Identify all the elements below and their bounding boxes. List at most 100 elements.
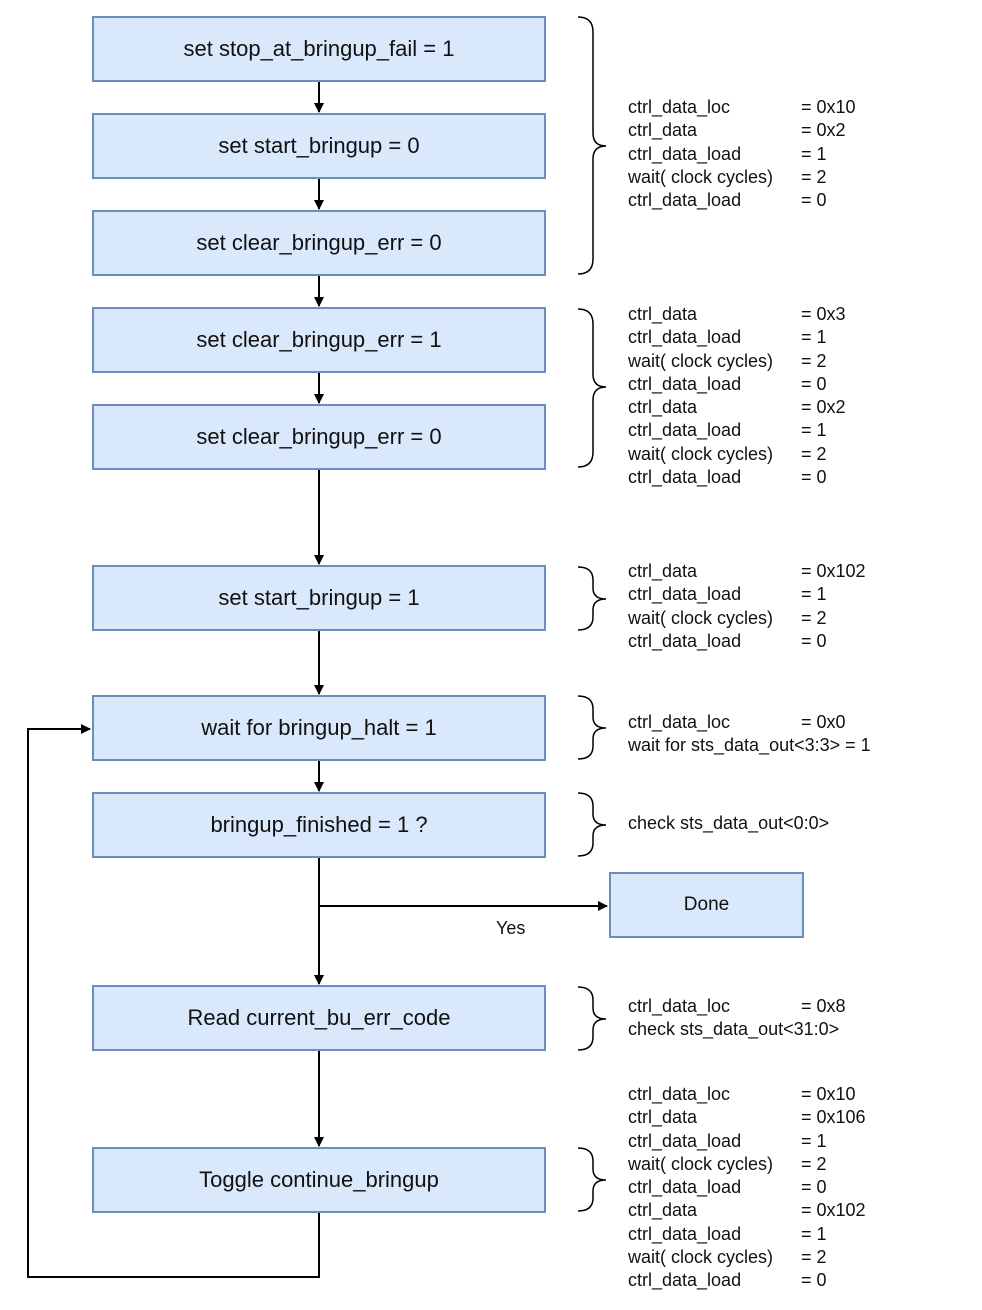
note-value: = 0x2 [801, 397, 846, 418]
note-key: ctrl_data [628, 304, 698, 324]
step-bringup-finished-check: bringup_finished = 1 ? [92, 792, 546, 858]
note-value: = 0 [801, 467, 827, 488]
note-key: ctrl_data_load [628, 1130, 742, 1151]
note-row: wait( clock cycles) = 2 [628, 1246, 866, 1269]
note-row: ctrl_data_load= 1 [628, 326, 846, 349]
note-value: = 0 [801, 1177, 827, 1198]
note-key: ctrl_data_load [628, 143, 742, 164]
note-value: = 2 [801, 166, 827, 187]
note-row: ctrl_data_load= 1 [628, 1223, 866, 1246]
note-row: ctrl_data_load = 1 [628, 1130, 866, 1153]
note-value: = 0x2 [801, 120, 846, 141]
note-value: = 1 [801, 327, 827, 348]
brace-group6 [577, 986, 607, 1051]
note-value: = 0 [801, 373, 827, 394]
note-key: ctrl_data [628, 561, 698, 581]
note-value: = 0 [801, 190, 827, 211]
note-key: ctrl_data_loc [628, 1084, 731, 1104]
note-key: ctrl_data_loc [628, 712, 731, 732]
note-row: check sts_data_out<31:0> [628, 1018, 846, 1041]
note-key: ctrl_data_load [628, 1177, 742, 1198]
note-row: ctrl_data_load= 0 [628, 373, 846, 396]
note-group6: ctrl_data_loc = 0x8 check sts_data_out<31:… [628, 995, 846, 1042]
note-key: ctrl_data_load [628, 467, 742, 488]
note-row: ctrl_data_loc = 0x0 [628, 711, 871, 734]
note-row: ctrl_data_load = 0 [628, 630, 866, 653]
note-row: ctrl_data= 0x102 [628, 560, 866, 583]
note-row: ctrl_data_loc = 0x8 [628, 995, 846, 1018]
note-row: wait( clock cycles) = 2 [628, 1153, 866, 1176]
note-value: = 2 [801, 350, 827, 371]
brace-group1 [577, 16, 607, 275]
note-key: ctrl_data_loc [628, 97, 731, 117]
note-group4: ctrl_data_loc = 0x0 wait for sts_data_out<… [628, 711, 871, 758]
note-group5: check sts_data_out<0:0> [628, 812, 829, 835]
note-row: ctrl_data = 0x2 [628, 396, 846, 419]
note-row: wait( clock cycles)= 2 [628, 607, 866, 630]
note-row: ctrl_data_load = 0 [628, 1176, 866, 1199]
note-value: = 1 [801, 1130, 827, 1151]
note-value: = 1 [801, 584, 827, 605]
step-clear-bringup-err-0: set clear_bringup_err = 0 [92, 210, 546, 276]
note-value: = 0x10 [801, 1084, 856, 1104]
note-key: check sts_data_out<31:0> [628, 1019, 840, 1040]
note-row: ctrl_data = 0x106 [628, 1106, 866, 1129]
note-key: ctrl_data [628, 397, 698, 418]
note-key: wait( clock cycles) [628, 1247, 774, 1268]
arrow-loop-back [27, 724, 320, 1278]
note-key: ctrl_data_loc [628, 996, 731, 1016]
note-row: ctrl_data_loc= 0x10 [628, 96, 856, 119]
note-key: wait( clock cycles) [628, 350, 774, 371]
note-key: wait for sts_data_out<3:3> = 1 [628, 735, 871, 756]
step-wait-bringup-halt: wait for bringup_halt = 1 [92, 695, 546, 761]
note-key: ctrl_data_load [628, 1270, 742, 1291]
note-value: = 0x106 [801, 1107, 866, 1128]
note-row: ctrl_data = 0x3 [628, 303, 846, 326]
note-row: ctrl_data = 0x102 [628, 1199, 866, 1222]
note-key: ctrl_data [628, 1200, 698, 1221]
note-row: ctrl_data_load = 1 [628, 583, 866, 606]
note-value: = 0x102 [801, 1200, 866, 1221]
note-key: wait( clock cycles) [628, 166, 774, 187]
note-value: = 0x0 [801, 712, 846, 732]
note-row: wait( clock cycles) = 2 [628, 166, 856, 189]
brace-group5 [577, 792, 607, 857]
note-key: ctrl_data_load [628, 584, 742, 605]
note-value: = 0x3 [801, 304, 846, 324]
step-start-bringup-0: set start_bringup = 0 [92, 113, 546, 179]
brace-group3 [577, 566, 607, 631]
note-value: = 0x8 [801, 996, 846, 1016]
note-key: ctrl_data_load [628, 190, 742, 211]
note-row: ctrl_data_load = 0 [628, 1269, 866, 1292]
brace-group2 [577, 308, 607, 468]
brace-group4 [577, 695, 607, 760]
note-key: wait( clock cycles) [628, 607, 774, 628]
note-key: check sts_data_out<0:0> [628, 813, 830, 833]
brace-group7 [577, 1147, 607, 1212]
edge-label-yes: Yes [496, 918, 526, 938]
step-stop-at-bringup-fail: set stop_at_bringup_fail = 1 [92, 16, 546, 82]
note-value: = 1 [801, 143, 827, 164]
note-row: wait( clock cycles) = 2 [628, 350, 846, 373]
note-key: ctrl_data_load [628, 630, 742, 651]
note-value: = 0 [801, 1270, 827, 1291]
note-value: = 2 [801, 1153, 827, 1174]
note-key: wait( clock cycles) [628, 1153, 774, 1174]
note-value: = 0 [801, 630, 827, 651]
note-row: wait for sts_data_out<3:3> = 1 [628, 734, 871, 757]
note-key: ctrl_data_load [628, 1223, 742, 1244]
note-key: ctrl_data [628, 1107, 698, 1128]
note-key: ctrl_data [628, 120, 698, 141]
note-key: wait( clock cycles) [628, 443, 774, 464]
note-value: = 2 [801, 1247, 827, 1268]
note-row: check sts_data_out<0:0> [628, 812, 829, 835]
step-clear-bringup-err-0-again: set clear_bringup_err = 0 [92, 404, 546, 470]
note-row: ctrl_data_load = 0 [628, 466, 846, 489]
note-row: ctrl_data_load = 0 [628, 189, 856, 212]
